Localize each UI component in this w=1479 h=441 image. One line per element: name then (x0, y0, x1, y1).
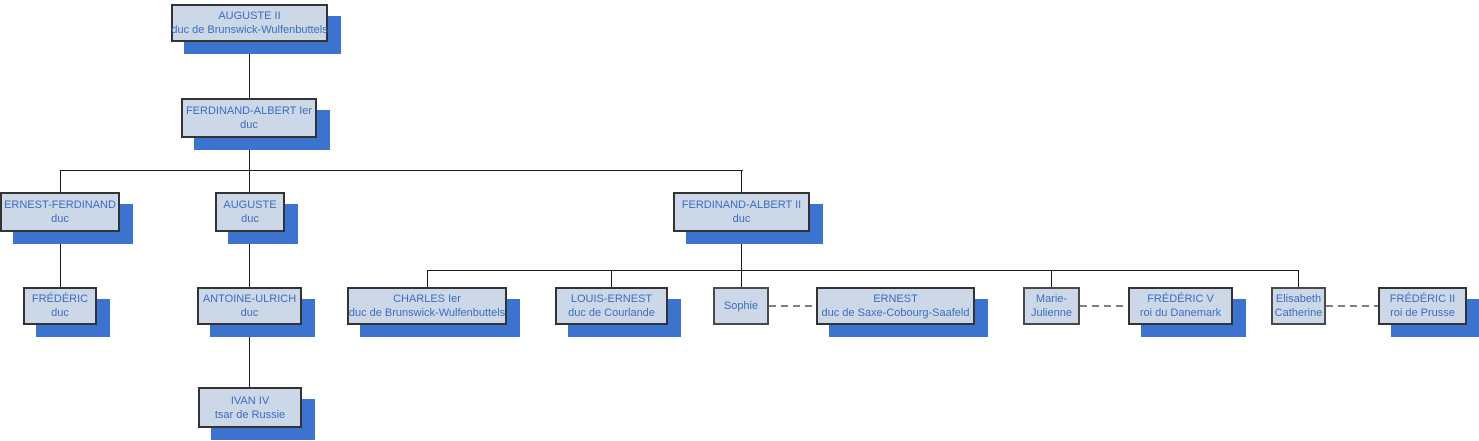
person-title: duc (241, 213, 259, 225)
person-name-line1: Marie- (1035, 293, 1068, 305)
person-name: FERDINAND-ALBERT Ier (185, 105, 313, 117)
person-title: roi du Danemark (1139, 307, 1222, 319)
person-title: duc de Saxe-Cobourg-Saafeld (821, 307, 970, 319)
person-name-line2: Julienne (1031, 307, 1072, 319)
person-name: FERDINAND-ALBERT II (681, 199, 802, 211)
person-title: duc (51, 307, 69, 319)
connector-ernestferdinand-to-frederic (60, 232, 61, 287)
person-name: ANTOINE-ULRICH (202, 293, 297, 305)
connector-antoineulrich-to-ivan (249, 325, 250, 387)
connector-auguste-to-antoineulrich (249, 232, 250, 287)
node-ernest-ferdinand[interactable]: ERNEST-FERDINAND duc (0, 192, 120, 232)
node-sophie[interactable]: Sophie (713, 287, 769, 325)
node-frederic-ii[interactable]: FRÉDÉRIC II roi de Prusse (1378, 287, 1467, 325)
node-ivan-iv[interactable]: IVAN IV tsar de Russie (198, 387, 302, 428)
node-elisabeth-catherine[interactable]: Elisabeth Catherine (1271, 287, 1326, 325)
node-marie-julienne[interactable]: Marie- Julienne (1023, 287, 1080, 325)
person-name: Sophie (723, 300, 759, 312)
node-ernest[interactable]: ERNEST duc de Saxe-Cobourg-Saafeld (816, 287, 975, 325)
person-name: FRÉDÉRIC II (1389, 293, 1456, 305)
person-name: ERNEST (873, 293, 918, 305)
connector-drop-ferdinand2 (741, 170, 742, 192)
node-ferdinand-albert-ier[interactable]: FERDINAND-ALBERT Ier duc (181, 98, 317, 138)
marriage-link-mariejulienne-fredericv (1080, 305, 1128, 307)
person-title: duc (51, 213, 69, 225)
person-name: CHARLES Ier (393, 293, 461, 305)
person-name: FRÉDÉRIC V (1147, 293, 1214, 305)
marriage-link-elisabethcatherine-fredericii (1326, 305, 1378, 307)
connector-drop-marie-julienne (1051, 270, 1052, 287)
connector-ferdinand1-stem (249, 138, 250, 170)
person-title: duc de Brunswick-Wulfenbuttels (348, 307, 506, 319)
person-title: duc (240, 119, 258, 131)
person-title: duc de Brunswick-Wulfenbuttels (171, 24, 328, 36)
person-name: LOUIS-ERNEST (570, 293, 653, 305)
connector-gen4-rail (427, 270, 1299, 271)
person-name: ERNEST-FERDINAND (4, 199, 116, 211)
node-ferdinand-albert-ii[interactable]: FERDINAND-ALBERT II duc (673, 192, 810, 232)
person-name-line2: Catherine (1274, 307, 1323, 319)
connector-drop-elisabeth-catherine (1298, 270, 1299, 287)
person-title: tsar de Russie (214, 408, 286, 421)
person-name: FRÉDÉRIC (31, 293, 89, 305)
node-louis-ernest[interactable]: LOUIS-ERNEST duc de Courlande (555, 287, 668, 325)
person-name: AUGUSTE (223, 199, 277, 211)
connector-drop-auguste (249, 170, 250, 192)
connector-drop-charles (427, 270, 428, 287)
node-charles-ier[interactable]: CHARLES Ier duc de Brunswick-Wulfenbutte… (347, 287, 507, 325)
connector-gen3-rail (60, 170, 743, 171)
connector-drop-louis-ernest (611, 270, 612, 287)
person-name: AUGUSTE II (218, 10, 281, 22)
person-name: IVAN IV (230, 394, 270, 407)
connector-drop-ernest-ferdinand (60, 170, 61, 192)
person-title: duc de Courlande (568, 307, 655, 319)
person-title: roi de Prusse (1390, 307, 1455, 319)
node-auguste-ii[interactable]: AUGUSTE II duc de Brunswick-Wulfenbuttel… (171, 4, 328, 42)
person-title: duc (240, 307, 259, 319)
person-name-line1: Elisabeth (1275, 293, 1322, 305)
node-frederic-v[interactable]: FRÉDÉRIC V roi du Danemark (1128, 287, 1233, 325)
marriage-link-sophie-ernest (769, 305, 816, 307)
node-auguste[interactable]: AUGUSTE duc (215, 192, 285, 232)
node-frederic-duc[interactable]: FRÉDÉRIC duc (23, 287, 97, 325)
person-title: duc (732, 213, 751, 225)
connector-ferdinand2-stem (741, 232, 742, 287)
connector-auguste2-to-ferdinand1 (249, 42, 250, 98)
node-antoine-ulrich[interactable]: ANTOINE-ULRICH duc (197, 287, 302, 325)
